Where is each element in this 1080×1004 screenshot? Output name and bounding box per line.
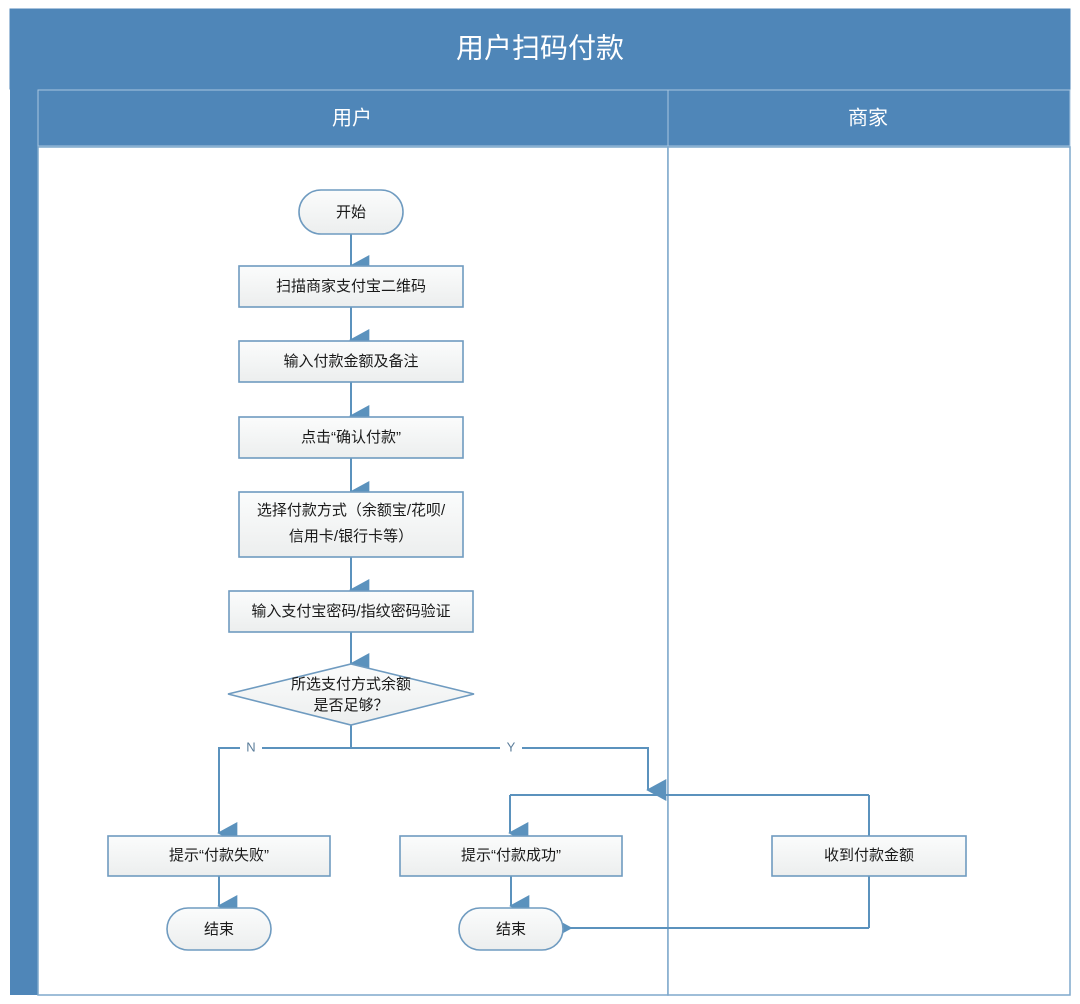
diagram-title-bar (9, 8, 1071, 90)
node-enter-amount-shape (238, 340, 464, 383)
node-verify-password[interactable]: 输入支付宝密码/指纹密码验证 (228, 590, 474, 633)
lane-label-user: 用户 (332, 106, 372, 129)
node-end-success-label: 结束 (496, 921, 526, 938)
lane-header-merchant (667, 89, 1071, 147)
node-end-success[interactable]: 结束 (458, 907, 564, 951)
node-choose-method-shape (238, 491, 464, 558)
node-scan-qr-label: 扫描商家支付宝二维码 (276, 278, 426, 295)
node-choose-method-label-line1: 选择付款方式（余额宝/花呗/ (257, 501, 446, 519)
node-scan-qr-shape (238, 265, 464, 308)
node-scan-qr[interactable]: 扫描商家支付宝二维码 (238, 265, 464, 308)
node-payment-failed-label: 提示“付款失败” (169, 847, 269, 864)
page-title: 用户扫码付款 (456, 32, 624, 63)
node-end-failed[interactable]: 结束 (166, 907, 272, 951)
node-payment-success[interactable]: 提示“付款成功” (399, 835, 623, 877)
node-verify-password-label: 输入支付宝密码/指纹密码验证 (251, 603, 450, 620)
node-payment-success-label: 提示“付款成功” (461, 847, 561, 864)
branch-label-yes: Y (507, 739, 516, 754)
lane-label-merchant: 商家 (848, 106, 888, 129)
node-payment-success-shape (399, 835, 623, 877)
node-balance-decision-shape (227, 663, 475, 726)
node-receive-amount-label: 收到付款金额 (824, 847, 914, 864)
node-start[interactable]: 开始 (298, 189, 404, 235)
node-end-failed-label: 结束 (204, 921, 234, 938)
branch-yes-label-bg (500, 739, 522, 757)
node-choose-method-label-line2: 信用卡/银行卡等） (289, 527, 413, 545)
node-end-success-shape (458, 907, 564, 951)
node-start-label: 开始 (336, 204, 366, 221)
node-payment-failed-shape (107, 835, 331, 877)
node-receive-amount[interactable]: 收到付款金额 (771, 835, 967, 877)
node-balance-decision-label-line1: 所选支付方式余额 (291, 675, 411, 693)
node-receive-amount-shape (771, 835, 967, 877)
node-start-shape (298, 189, 404, 235)
node-balance-decision-label-line2: 是否足够？ (313, 697, 388, 714)
node-choose-method[interactable]: 选择付款方式（余额宝/花呗/ 信用卡/银行卡等） (238, 491, 464, 558)
node-confirm-payment[interactable]: 点击“确认付款” (238, 416, 464, 459)
branch-label-no: N (246, 739, 255, 754)
node-payment-failed[interactable]: 提示“付款失败” (107, 835, 331, 877)
node-end-failed-shape (166, 907, 272, 951)
node-enter-amount[interactable]: 输入付款金额及备注 (238, 340, 464, 383)
node-confirm-payment-shape (238, 416, 464, 459)
branch-no-label-bg (240, 739, 262, 757)
node-enter-amount-label: 输入付款金额及备注 (283, 353, 418, 370)
lane-left-strip (10, 147, 38, 995)
node-balance-decision[interactable]: 所选支付方式余额 是否足够？ (227, 663, 475, 726)
node-verify-password-shape (228, 590, 474, 633)
connector-layer (217, 233, 870, 939)
node-confirm-payment-label: 点击“确认付款” (301, 429, 401, 446)
